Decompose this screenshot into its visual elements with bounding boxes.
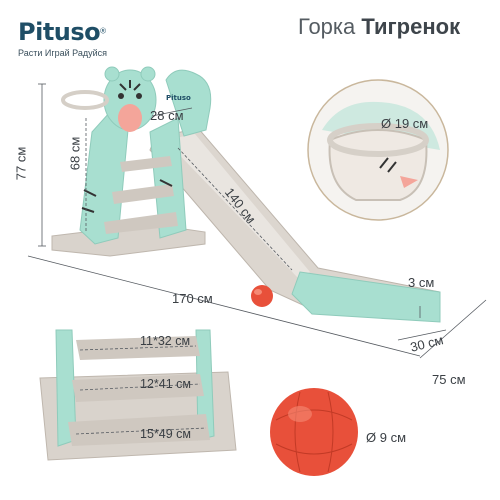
dim-slide-width-top: 28 см (150, 108, 184, 123)
slide-image: Pituso (51, 66, 441, 323)
steps-detail (39, 329, 237, 461)
brand-name: Pituso (18, 18, 101, 46)
dim-slide-end-height: 3 см (408, 275, 435, 290)
brand-logo: Pituso® (18, 18, 106, 46)
dim-total-length: 170 см (172, 291, 213, 306)
dim-total-width: 75 см (432, 372, 466, 387)
product-title: Горка Тигренок (298, 14, 460, 40)
dim-height-total: 77 см (13, 146, 29, 181)
dimension-lines (27, 83, 487, 435)
dim-height-platform: 68 см (67, 136, 83, 171)
svg-text:Pituso: Pituso (166, 94, 191, 102)
brand-tagline: Расти Играй Радуйся (18, 48, 108, 58)
ball-image (270, 388, 358, 476)
dim-step-2: 12*41 см (140, 377, 191, 391)
dim-step-1: 11*32 см (140, 334, 191, 348)
brand-reg-mark: ® (100, 26, 107, 36)
product-type: Горка (298, 14, 356, 39)
dim-step-3: 15*49 см (140, 427, 191, 441)
dim-ball-diameter: Ø 9 см (366, 430, 407, 445)
product-name: Тигренок (361, 14, 461, 39)
hoop-detail (307, 79, 449, 221)
dim-hoop-diameter: Ø 19 см (381, 116, 429, 131)
